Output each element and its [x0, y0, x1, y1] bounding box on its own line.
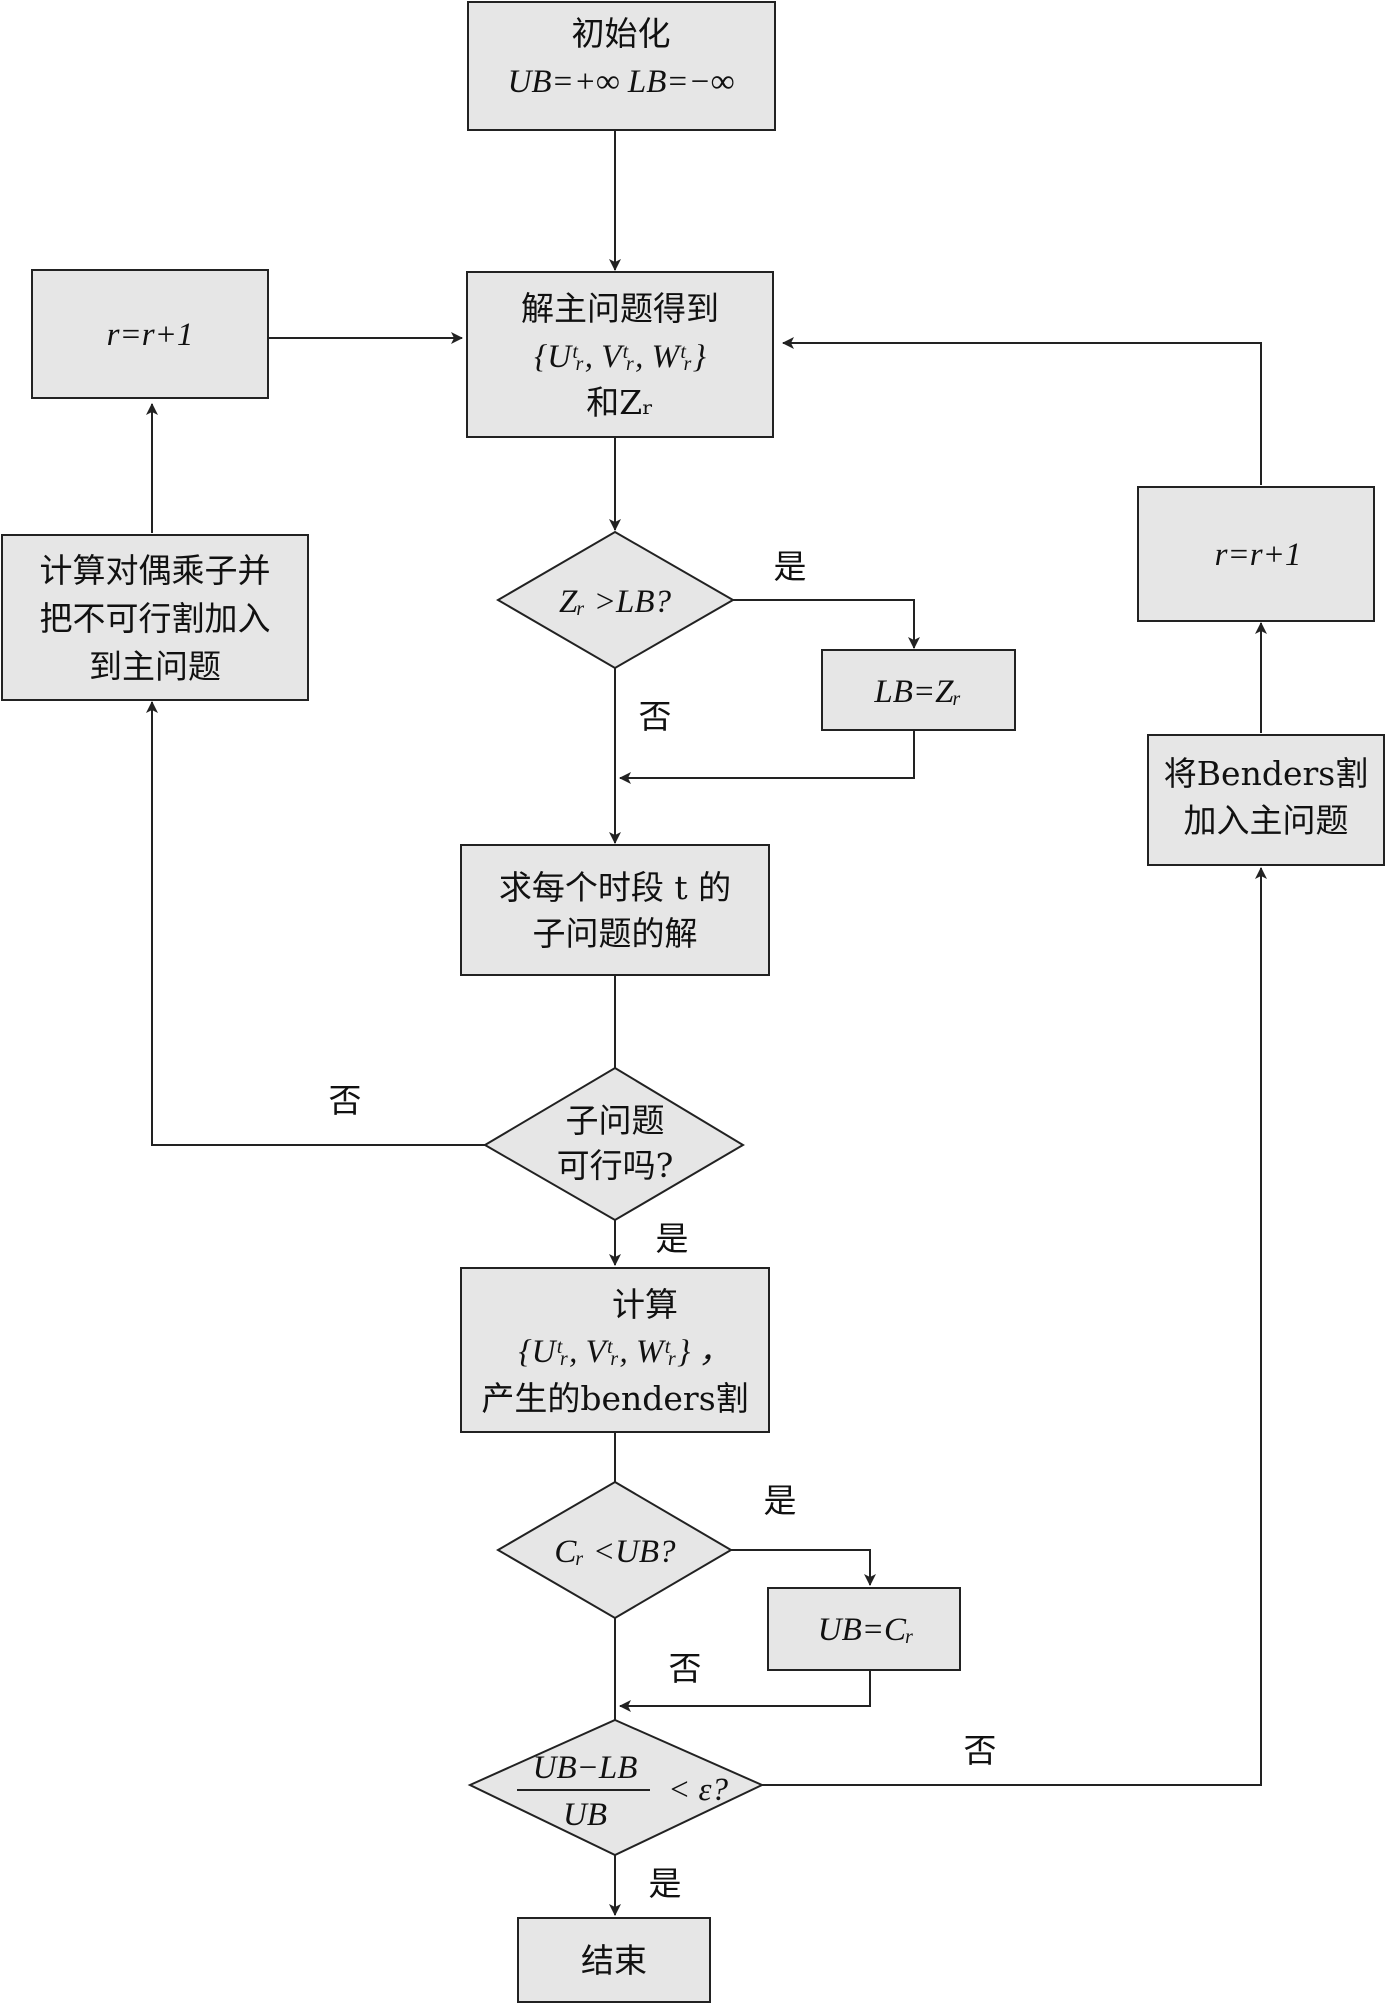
edge-incright-to-master	[782, 337, 1262, 485]
init-box: 初始化 UB=+∞ LB=−∞	[467, 1, 776, 131]
decision-zr-lb: Zᵣ >LB?	[496, 530, 736, 670]
edge-label-conv-no: 否	[964, 1731, 997, 1770]
sub-solve-label-1: 求每个时段 t 的	[499, 868, 731, 907]
master-box: 解主问题得到 {Uᵗᵣ, Vᵗᵣ, Wᵗᵣ} 和Zᵣ	[466, 271, 774, 438]
dual-label-3: 到主问题	[89, 647, 221, 686]
master-label-1: 解主问题得到	[521, 289, 719, 328]
edge-decconv-no-to-addbenders	[762, 867, 1267, 1786]
compute-label-1: 计算	[612, 1285, 678, 1324]
decision-feasible-label-1: 子问题	[566, 1101, 665, 1140]
edge-label-lb-yes: 是	[774, 547, 807, 586]
decision-cr-ub-label: Cᵣ <UB?	[554, 1534, 676, 1570]
init-label-2: UB=+∞ LB=−∞	[508, 64, 735, 100]
init-label-1: 初始化	[572, 14, 671, 53]
decision-feasible: 子问题 可行吗?	[483, 1066, 745, 1222]
edge-decfeasible-no-to-dual	[146, 701, 485, 1146]
set-ub-label: UB=Cᵣ	[818, 1612, 914, 1648]
dual-label-1: 计算对偶乘子并	[40, 551, 271, 590]
decision-convergence: UB−LB UB < ε?	[467, 1718, 765, 1857]
decision-feasible-label-2: 可行吗?	[557, 1146, 674, 1185]
edge-setlb-merge	[619, 730, 915, 784]
end-box: 结束	[517, 1917, 711, 2003]
set-lb-box: LB=Zᵣ	[821, 649, 1016, 731]
edge-decub-yes-to-setub	[731, 1549, 876, 1586]
decision-convergence-rhs: < ε?	[668, 1772, 729, 1808]
compute-box: 计算 {Uᵗᵣ, Vᵗᵣ, Wᵗᵣ} ， 产生的benders割	[460, 1267, 770, 1433]
decision-cr-ub: Cᵣ <UB?	[496, 1480, 733, 1620]
edge-label-ub-yes: 是	[764, 1481, 797, 1520]
add-benders-label-2: 加入主问题	[1184, 801, 1349, 840]
master-label-2: {Uᵗᵣ, Vᵗᵣ, Wᵗᵣ}	[534, 339, 706, 375]
edge-label-feasible-no: 否	[329, 1081, 362, 1120]
edge-setub-merge	[619, 1670, 871, 1712]
add-benders-label-1: 将Benders割	[1164, 754, 1368, 793]
edge-label-conv-yes: 是	[649, 1864, 682, 1903]
decision-convergence-denominator: UB	[563, 1797, 607, 1833]
inc-left-box: r=r+1	[31, 269, 269, 399]
dual-label-2: 把不可行割加入	[40, 599, 271, 638]
compute-label-3: 产生的benders割	[481, 1379, 748, 1418]
decision-convergence-numerator: UB−LB	[533, 1750, 638, 1786]
edges	[146, 130, 1267, 1916]
inc-right-box: r=r+1	[1137, 486, 1375, 622]
set-ub-box: UB=Cᵣ	[767, 1587, 961, 1671]
decision-zr-lb-label: Zᵣ >LB?	[559, 584, 672, 620]
dual-box: 计算对偶乘子并 把不可行割加入 到主问题	[1, 534, 309, 701]
compute-label-2: {Uᵗᵣ, Vᵗᵣ, Wᵗᵣ} ，	[518, 1334, 731, 1370]
inc-right-label: r=r+1	[1215, 537, 1302, 573]
edge-label-lb-no: 否	[639, 697, 672, 736]
edge-label-feasible-yes: 是	[656, 1219, 689, 1258]
sub-solve-label-2: 子问题的解	[533, 914, 698, 953]
edge-declb-yes-to-setlb	[732, 599, 920, 649]
edge-label-ub-no: 否	[669, 1649, 702, 1688]
set-lb-label: LB=Zᵣ	[873, 674, 961, 710]
sub-solve-box: 求每个时段 t 的 子问题的解	[460, 844, 770, 976]
master-label-3: 和Zᵣ	[586, 383, 653, 422]
add-benders-box: 将Benders割 加入主问题	[1147, 734, 1385, 866]
inc-left-label: r=r+1	[107, 317, 194, 353]
end-label: 结束	[581, 1941, 647, 1980]
